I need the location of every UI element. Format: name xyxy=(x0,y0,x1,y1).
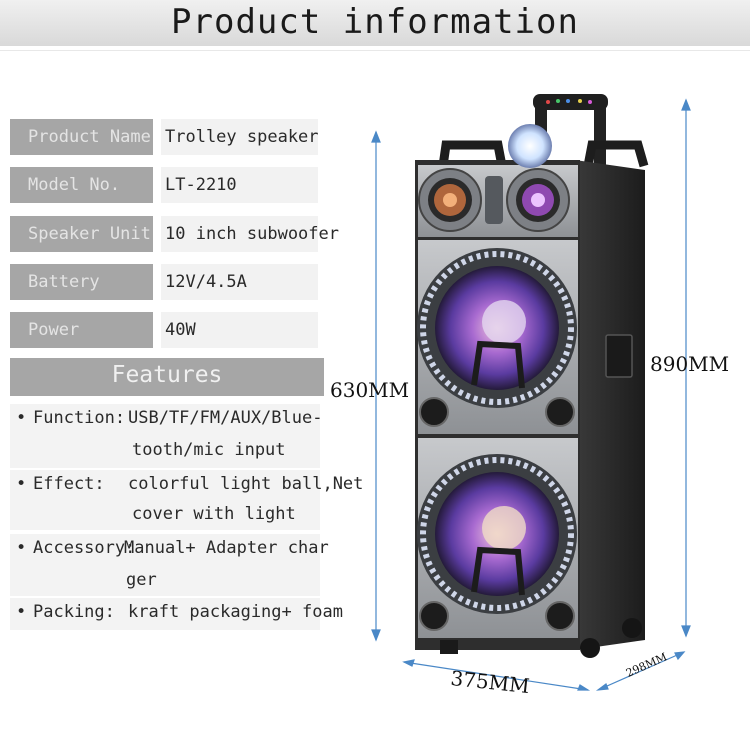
spec-row-power: Power 40W xyxy=(10,312,318,348)
upper-woofer xyxy=(417,240,578,434)
page-title: Product information xyxy=(171,2,579,42)
feature-function: • Function: USB/TF/FM/AUX/Blue- tooth/mi… xyxy=(10,404,323,468)
feature-accessory: • Accessory: Manual+ Adapter char ger xyxy=(10,534,329,596)
feature-value-line1: kraft packaging+ foam xyxy=(128,602,343,622)
feature-effect: • Effect: colorful light ball,Net cover … xyxy=(10,470,363,530)
spec-row-battery: Battery 12V/4.5A xyxy=(10,264,318,300)
lower-woofer xyxy=(417,438,578,638)
spec-row-product-name: Product Name Trolley speaker xyxy=(10,119,319,155)
spec-row-speaker-unit: Speaker Unit 10 inch subwoofer xyxy=(10,216,339,252)
spec-label: Speaker Unit xyxy=(10,216,153,252)
cabinet-side xyxy=(575,160,645,650)
spec-value: 12V/4.5A xyxy=(161,264,318,300)
spec-label: Product Name xyxy=(10,119,153,155)
feature-value-line1: Manual+ Adapter char xyxy=(124,538,329,558)
feature-value-line1: USB/TF/FM/AUX/Blue- xyxy=(128,408,323,428)
feature-key: Effect: xyxy=(33,474,105,494)
feature-value-line2: ger xyxy=(126,570,157,590)
spec-value: Trolley speaker xyxy=(161,119,319,155)
spec-row-model-no: Model No. LT-2210 xyxy=(10,167,318,203)
feature-packing: • Packing: kraft packaging+ foam xyxy=(10,598,343,630)
bullet-icon: • xyxy=(16,538,27,558)
feature-value-line2: cover with light xyxy=(132,504,296,524)
side-handles xyxy=(438,140,649,168)
banner-divider xyxy=(0,50,750,51)
dimension-lines xyxy=(371,98,691,691)
bullet-icon: • xyxy=(16,474,27,494)
spec-label: Model No. xyxy=(10,167,153,203)
feature-value-line1: colorful light ball,Net xyxy=(128,474,364,494)
center-nose xyxy=(485,176,503,224)
bullet-icon: • xyxy=(16,408,27,428)
wheel-icon xyxy=(580,638,600,658)
features-header: Features xyxy=(10,358,324,396)
feature-key: Accessory: xyxy=(33,538,136,558)
front-foot xyxy=(440,640,458,654)
title-banner: Product information xyxy=(0,0,750,46)
side-port xyxy=(605,334,633,378)
features-title: Features xyxy=(111,362,223,388)
spec-value: 40W xyxy=(161,312,318,348)
spec-label: Power xyxy=(10,312,153,348)
wheel-icon xyxy=(622,618,642,638)
height-total-label: 890MM xyxy=(650,352,730,376)
feature-value-line2: tooth/mic input xyxy=(132,440,286,460)
bullet-icon: • xyxy=(16,602,27,622)
right-tweeter xyxy=(506,168,570,232)
product-image xyxy=(371,94,691,691)
feature-key: Packing: xyxy=(33,602,115,622)
spec-value: LT-2210 xyxy=(161,167,318,203)
spec-label: Battery xyxy=(10,264,153,300)
spec-value: 10 inch subwoofer xyxy=(161,216,339,252)
left-tweeter xyxy=(418,168,482,232)
light-ball-icon xyxy=(508,124,552,168)
feature-key: Function: xyxy=(33,408,126,428)
height-body-label: 630MM xyxy=(330,378,410,402)
